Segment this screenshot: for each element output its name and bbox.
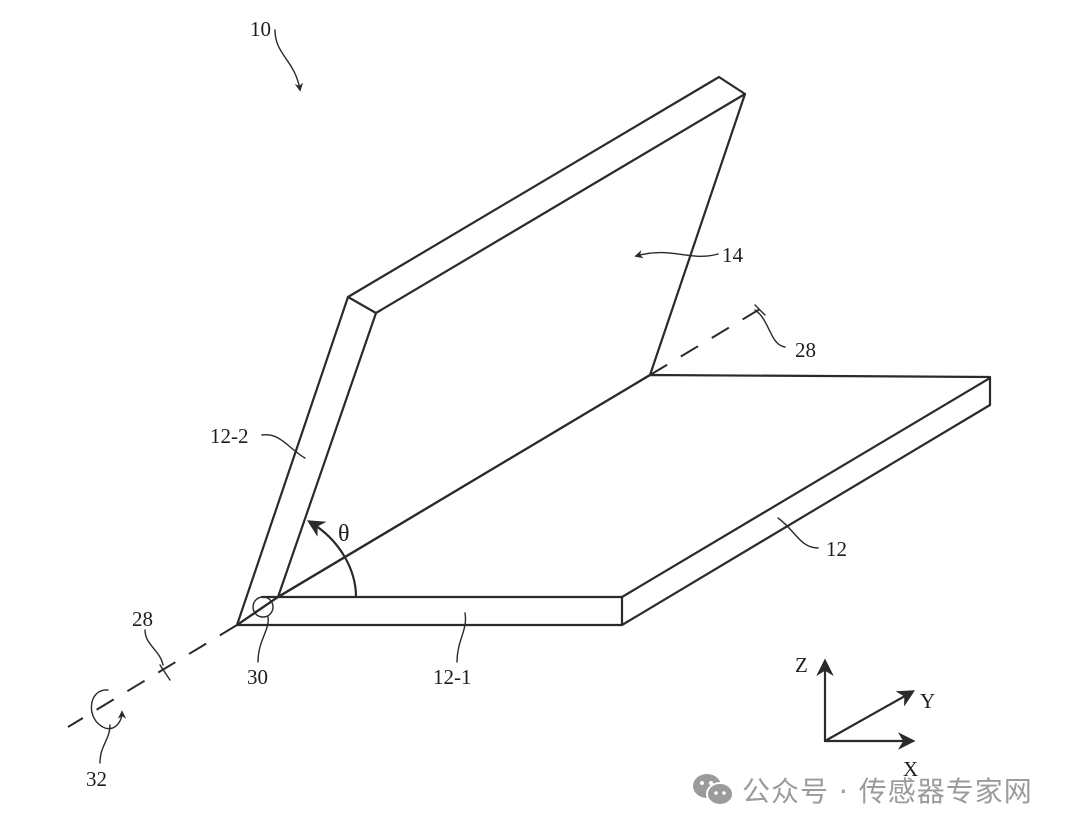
leader-28-lower	[144, 629, 164, 666]
hinge-30-icon	[252, 596, 274, 618]
coordinate-axes: Z Y X	[795, 653, 935, 781]
housing-portion-12-2	[235, 75, 747, 627]
leader-14	[634, 250, 719, 259]
rotation-arrow-icon	[90, 689, 127, 730]
leader-12-2	[261, 434, 306, 459]
label-28-upper: 28	[795, 338, 816, 362]
leader-10	[274, 29, 304, 92]
label-32: 32	[86, 767, 107, 791]
wechat-icon	[693, 774, 734, 806]
watermark: 公众号 · 传感器专家网	[692, 770, 1033, 810]
label-12-1: 12-1	[433, 665, 472, 689]
label-12-2: 12-2	[210, 424, 249, 448]
leader-32	[99, 724, 111, 764]
axis-y-label: Y	[920, 689, 935, 713]
leader-12	[777, 517, 819, 549]
housing-portion-12-1	[235, 373, 992, 627]
axis-x-label: X	[903, 757, 918, 781]
label-12: 12	[826, 537, 847, 561]
label-10: 10	[250, 17, 271, 41]
angle-arc-icon	[306, 520, 358, 599]
leader-28-upper	[754, 309, 786, 348]
leader-12-1	[456, 612, 467, 663]
leader-30	[257, 616, 269, 663]
hinge-axis-28	[67, 304, 766, 728]
label-30: 30	[247, 665, 268, 689]
angle-theta: θ	[338, 521, 350, 547]
axis-z-label: Z	[795, 653, 808, 677]
watermark-text: 公众号 · 传感器专家网	[742, 775, 1033, 808]
label-14: 14	[722, 243, 744, 267]
label-28-lower: 28	[132, 607, 153, 631]
